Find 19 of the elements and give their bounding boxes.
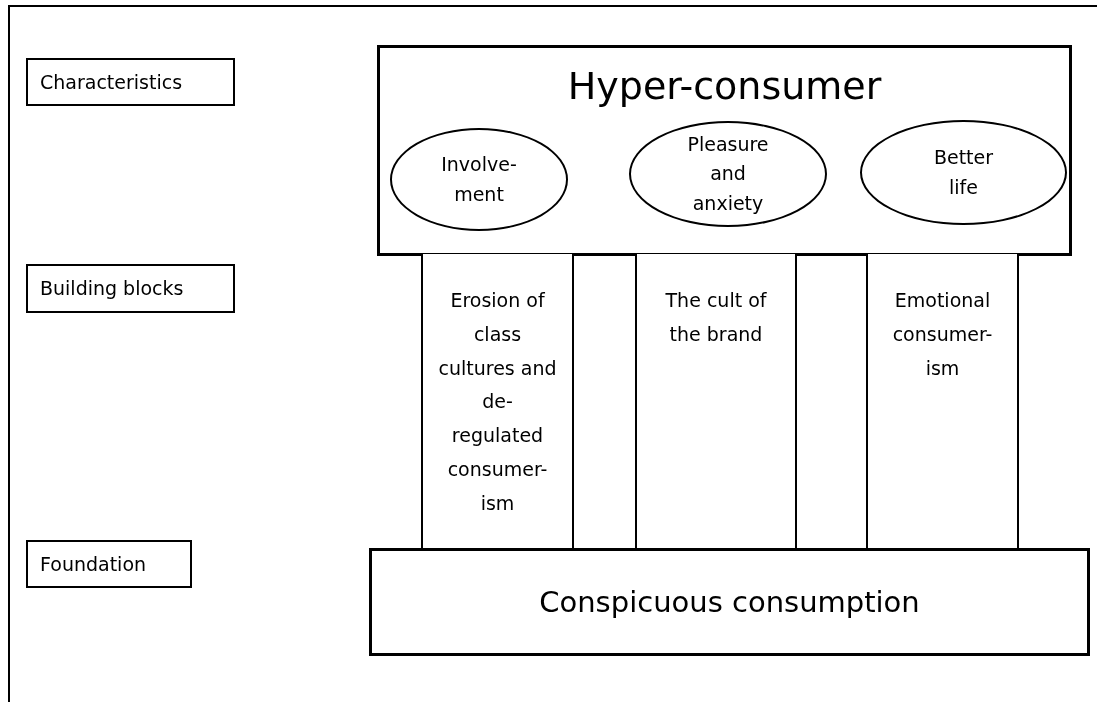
node-label: Emotional consumer- ism (891, 288, 994, 381)
node-label: Pleasure and anxiety (686, 131, 770, 216)
foundation-box (369, 548, 1090, 656)
hyper-consumer-box (377, 45, 1072, 256)
building-block-pillar (635, 254, 797, 550)
node-label: Better life (932, 145, 995, 200)
level-label-box (26, 58, 235, 106)
node-label: Foundation (40, 552, 147, 576)
node-label: Erosion of class cultures and de- regulated consumer- ism (437, 288, 558, 516)
node-label: Involve- ment (440, 152, 518, 207)
node-label: Conspicuous consumption (539, 584, 920, 620)
node-label: Building blocks (40, 277, 184, 300)
node-label: Characteristics (40, 70, 183, 94)
level-label-box (26, 540, 192, 588)
node-label: The cult of the brand (664, 288, 768, 347)
heading: Hyper-consumer (567, 64, 882, 110)
building-block-pillar (421, 254, 574, 550)
level-label-box (26, 264, 235, 313)
building-block-pillar (866, 254, 1019, 550)
